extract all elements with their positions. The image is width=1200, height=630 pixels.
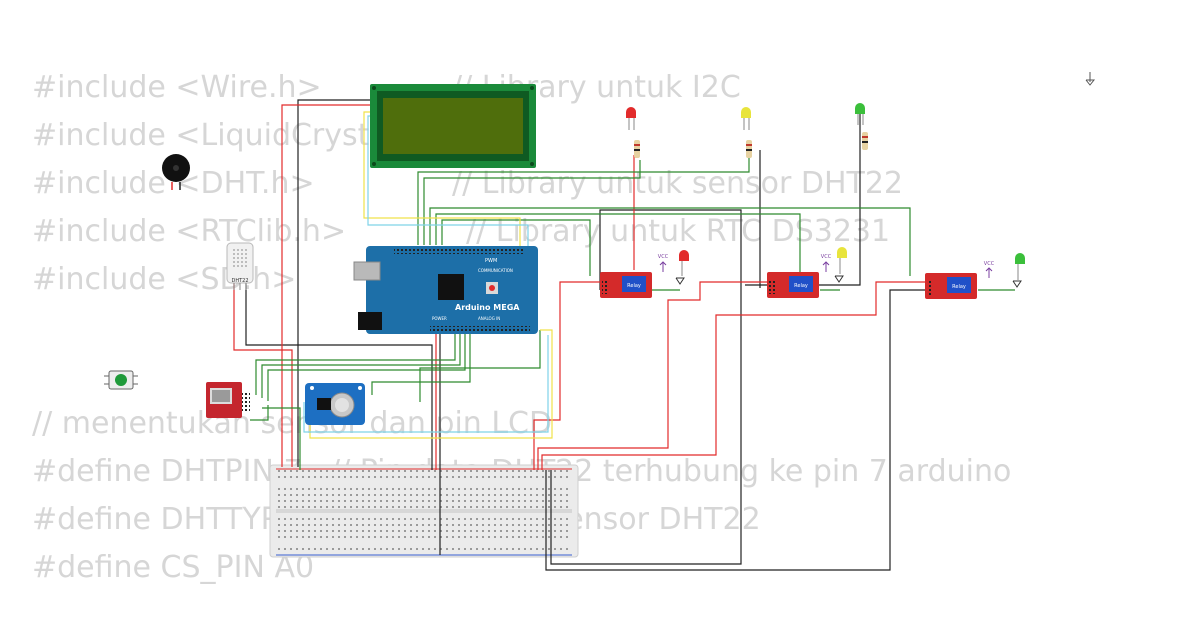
vcc-symbol-3: VCC: [984, 261, 995, 278]
resistor-green: [862, 132, 868, 150]
rtc-module[interactable]: [305, 383, 365, 425]
dht22-sensor[interactable]: DHT22: [226, 242, 254, 290]
relay-module-3[interactable]: Relay: [925, 273, 977, 299]
usb-port: [353, 261, 381, 281]
breadboard[interactable]: [269, 464, 579, 558]
relay-2-label: Relay: [794, 283, 808, 289]
vcc-3-label: VCC: [984, 261, 995, 267]
buzzer-icon[interactable]: [162, 154, 190, 190]
arduino-analog-label: ANALOG IN: [478, 316, 500, 321]
arduino-pwm-label: PWM: [485, 258, 497, 264]
arduino-communication-label: COMMUNICATION: [478, 268, 513, 273]
resistor-yellow: [746, 140, 752, 158]
power-jack: [358, 312, 382, 330]
led-green-relay[interactable]: [1012, 253, 1025, 288]
arduino-brand-label: Arduino MEGA: [455, 303, 520, 312]
resistor-red: [634, 140, 640, 158]
vcc-2-label: VCC: [821, 254, 832, 260]
ground-arrow-icon: [1085, 72, 1096, 86]
led-red-top[interactable]: [626, 107, 636, 130]
led-green-top[interactable]: [855, 103, 865, 125]
led-red-relay[interactable]: [675, 250, 689, 285]
relay-module-1[interactable]: Relay: [600, 272, 652, 298]
relay-module-2[interactable]: Relay: [767, 272, 819, 298]
arduino-power-label: POWER: [432, 316, 447, 321]
arduino-mega-board[interactable]: PWM COMMUNICATION Arduino MEGA POWER ANA…: [353, 246, 538, 334]
led-yellow-top[interactable]: [741, 107, 751, 130]
pushbutton-icon[interactable]: [104, 370, 138, 390]
relay-1-label: Relay: [627, 283, 641, 289]
dht22-label: DHT22: [231, 278, 248, 284]
relay-3-label: Relay: [952, 284, 966, 290]
vcc-symbol-1: VCC: [658, 254, 669, 272]
sd-card-module[interactable]: [206, 382, 250, 418]
wires: [233, 99, 1015, 571]
led-yellow-relay[interactable]: [834, 247, 847, 283]
vcc-symbol-2: VCC: [821, 254, 832, 272]
vcc-1-label: VCC: [658, 254, 669, 260]
lcd-display[interactable]: [370, 84, 536, 168]
